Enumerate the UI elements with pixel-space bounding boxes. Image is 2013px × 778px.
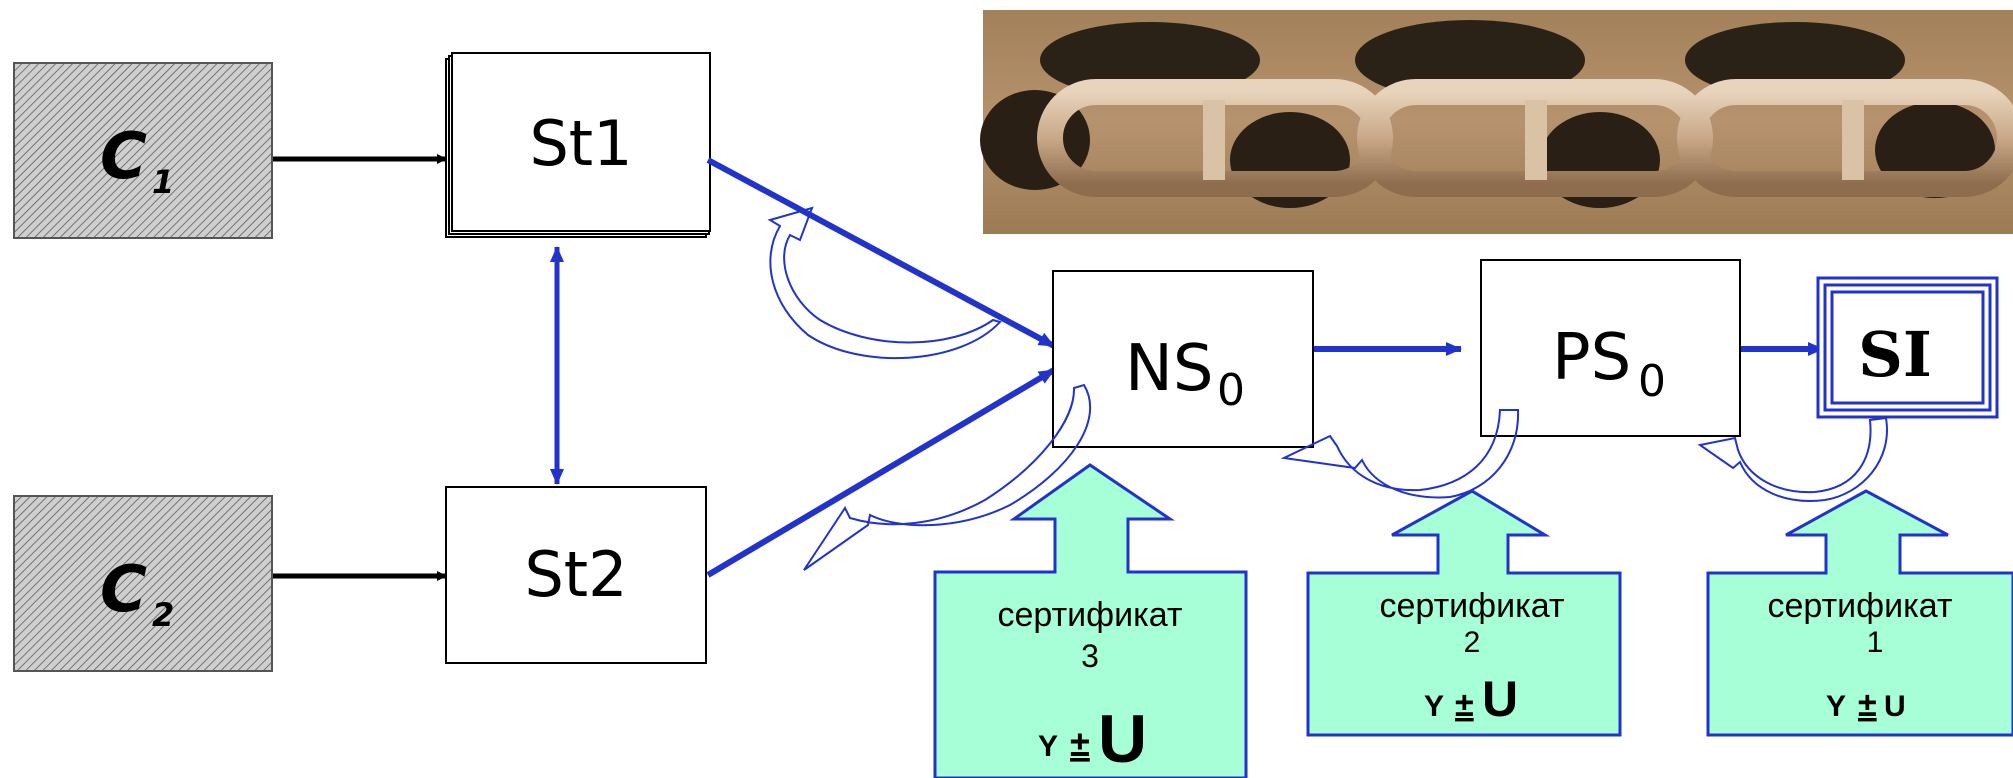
certificate-1-u: U [1884,690,1906,723]
st1-box: St1 [445,52,711,238]
st2-box: St2 [445,486,707,664]
certificate-1-pm: ± [1858,686,1877,724]
feedback-arrow-ps0 [1280,409,1520,499]
feedback-arrow-ns0-st1 [767,206,1002,360]
feedback-arrow-st2-ns0 [803,383,1092,571]
certificate-2-y: Y [1424,690,1444,723]
ps0-subscript: 0 [1638,356,1666,407]
arrow-st2-to-ns0 [706,367,1056,578]
client-label-2: C [100,553,147,627]
ps0-label: PS [1552,321,1631,395]
client-subscript-1: 1 [152,163,174,201]
certificate-2-u: U [1482,671,1518,727]
certificate-3-y: Y [1038,730,1058,763]
certificate-3-arrow-shape [933,463,1248,778]
certificate-1-label: сертификат [1768,587,1953,625]
certificate-1-arrow-shape [1706,489,2013,737]
certificate-2-pm: ± [1455,686,1474,724]
certificate-1: сертификат 1 Y ± U [1706,489,2013,737]
client-box-1: C 1 [13,62,273,239]
certificate-2-arrow-shape [1306,489,1622,737]
ps0-box: PS 0 [1480,259,1741,437]
st2-label: St2 [524,538,627,611]
certificate-3-pm: ± [1070,723,1090,764]
certificate-1-number: 1 [1867,626,1884,659]
feedback-arrow-si [1697,416,1888,502]
si-box: SI [1816,276,1999,419]
feedback-arrows [767,206,1888,571]
si-label: SI [1858,318,1932,391]
ns0-subscript: 0 [1217,365,1245,416]
arrow-st1-to-ns0 [706,157,1056,349]
certificate-2: сертификат 2 Y ± U [1306,489,1622,737]
client-subscript-2: 2 [152,596,174,634]
certificate-2-number: 2 [1464,626,1481,659]
certificate-3-label: сертификат [998,596,1183,634]
certificate-1-y: Y [1826,690,1846,723]
certificate-3-number: 3 [1081,638,1099,674]
ns0-box: NS 0 [1052,270,1314,448]
certificate-3: сертификат 3 Y ± U [933,463,1248,778]
ns0-label: NS [1125,332,1214,406]
client-box-2: C 2 [13,495,273,672]
certificate-2-label: сертификат [1380,587,1565,625]
st1-label: St1 [529,107,632,180]
client-label-1: C [100,120,147,194]
chain-photo [980,10,2013,234]
certificate-3-u: U [1098,701,1147,777]
